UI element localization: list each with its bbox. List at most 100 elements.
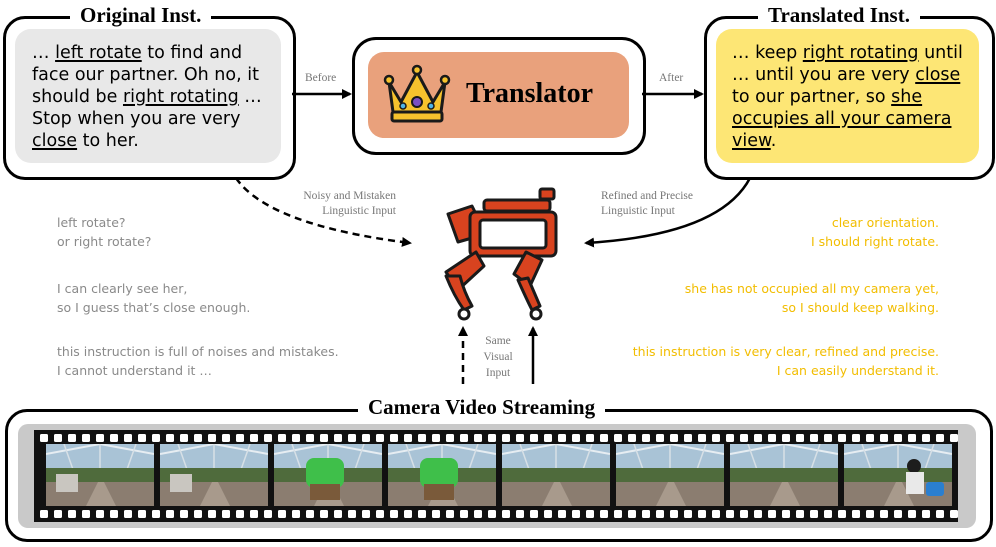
film-hole — [208, 434, 216, 442]
film-hole — [446, 510, 454, 518]
film-hole — [82, 434, 90, 442]
film-hole — [194, 434, 202, 442]
film-hole — [180, 510, 188, 518]
film-hole — [838, 434, 846, 442]
film-hole — [124, 510, 132, 518]
left-thought-2: I can clearly see her,so I guess that’s … — [57, 281, 251, 315]
film-hole — [922, 510, 930, 518]
film-hole — [530, 510, 538, 518]
crown-icon — [383, 64, 451, 123]
film-hole — [628, 510, 636, 518]
film-hole — [740, 510, 748, 518]
film-hole — [950, 510, 958, 518]
film-hole — [642, 510, 650, 518]
film-hole — [152, 434, 160, 442]
film-hole — [236, 434, 244, 442]
film-hole — [82, 510, 90, 518]
film-hole — [782, 510, 790, 518]
film-hole — [586, 434, 594, 442]
left-thought-1: left rotate?or right rotate? — [57, 215, 152, 249]
film-hole — [586, 510, 594, 518]
film-hole — [362, 434, 370, 442]
film-hole — [894, 510, 902, 518]
film-hole — [54, 434, 62, 442]
film-hole — [908, 434, 916, 442]
film-hole — [894, 434, 902, 442]
film-hole — [740, 434, 748, 442]
film-hole — [138, 434, 146, 442]
film-hole — [124, 434, 132, 442]
film-hole — [810, 434, 818, 442]
film-hole — [782, 434, 790, 442]
film-hole — [768, 510, 776, 518]
refined-input-arrow — [584, 177, 752, 248]
camera-title: Camera Video Streaming — [358, 395, 606, 420]
film-hole — [348, 434, 356, 442]
film-hole — [614, 434, 622, 442]
film-perforations — [40, 434, 958, 518]
film-hole — [642, 434, 650, 442]
film-hole — [110, 434, 118, 442]
film-hole — [838, 510, 846, 518]
film-hole — [166, 510, 174, 518]
film-hole — [726, 510, 734, 518]
film-hole — [334, 510, 342, 518]
film-hole — [292, 434, 300, 442]
film-hole — [656, 510, 664, 518]
film-hole — [404, 510, 412, 518]
film-hole — [474, 434, 482, 442]
translated-instruction-box — [716, 29, 979, 163]
left-thought-3: this instruction is full of noises and m… — [57, 344, 339, 378]
film-hole — [712, 434, 720, 442]
translator-label: Translator — [466, 78, 594, 109]
film-hole — [600, 434, 608, 442]
before-label: Before — [305, 72, 337, 84]
film-hole — [432, 510, 440, 518]
film-hole — [348, 510, 356, 518]
film-hole — [684, 510, 692, 518]
film-hole — [600, 510, 608, 518]
film-hole — [334, 434, 342, 442]
film-hole — [68, 434, 76, 442]
camera-frame — [274, 444, 382, 506]
right-thought-1: clear orientation.I should right rotate. — [810, 215, 939, 249]
film-hole — [684, 434, 692, 442]
film-hole — [656, 434, 664, 442]
film-hole — [222, 434, 230, 442]
film-hole — [922, 434, 930, 442]
film-hole — [390, 434, 398, 442]
film-hole — [222, 510, 230, 518]
film-hole — [96, 510, 104, 518]
film-hole — [418, 510, 426, 518]
film-hole — [40, 434, 48, 442]
film-hole — [796, 434, 804, 442]
film-hole — [376, 510, 384, 518]
film-hole — [54, 510, 62, 518]
camera-frame — [616, 444, 724, 506]
film-hole — [250, 510, 258, 518]
film-hole — [488, 434, 496, 442]
film-hole — [852, 434, 860, 442]
film-hole — [558, 434, 566, 442]
film-hole — [824, 510, 832, 518]
film-hole — [502, 434, 510, 442]
film-hole — [670, 510, 678, 518]
camera-frame — [46, 444, 154, 506]
film-hole — [754, 434, 762, 442]
translated-instruction-text: … keep right rotating until … until you … — [732, 43, 963, 151]
film-hole — [376, 434, 384, 442]
after-label: After — [659, 72, 684, 84]
right-thought-2: she has not occupied all my camera yet,s… — [684, 281, 939, 315]
film-hole — [264, 434, 272, 442]
film-hole — [754, 510, 762, 518]
film-hole — [866, 510, 874, 518]
camera-frame — [844, 444, 952, 506]
film-hole — [950, 434, 958, 442]
film-hole — [278, 434, 286, 442]
film-hole — [698, 510, 706, 518]
film-hole — [544, 434, 552, 442]
film-hole — [110, 510, 118, 518]
film-hole — [810, 510, 818, 518]
